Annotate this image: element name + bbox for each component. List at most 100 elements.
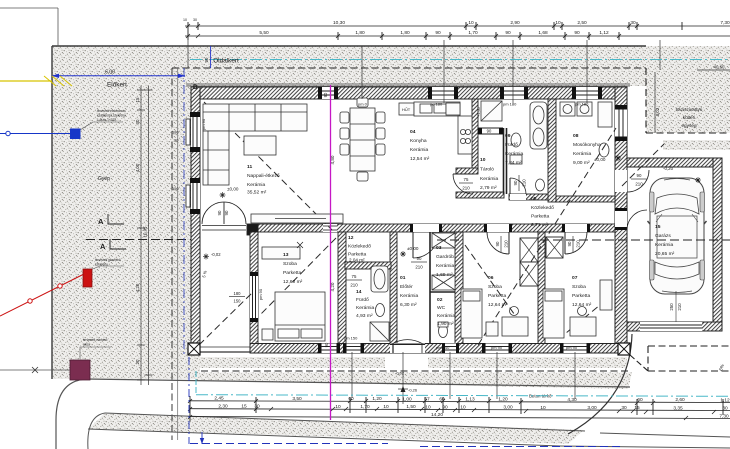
- svg-text:Fürdő: Fürdő: [505, 142, 518, 148]
- svg-text:4,00: 4,00: [135, 163, 140, 172]
- svg-text:210: 210: [415, 265, 423, 270]
- svg-text:90: 90: [495, 241, 500, 246]
- svg-text:1,20: 1,20: [498, 397, 508, 403]
- svg-text:90: 90: [174, 138, 179, 143]
- svg-text:210: 210: [462, 186, 470, 191]
- svg-text:6,00: 6,00: [105, 70, 115, 76]
- svg-text:2,50: 2,50: [577, 20, 587, 26]
- svg-text:2,04 m²: 2,04 m²: [349, 258, 365, 263]
- svg-text:pm 0: pm 0: [358, 102, 368, 107]
- svg-text:Kerámia: Kerámia: [436, 263, 454, 269]
- svg-text:Mosókonyha: Mosókonyha: [573, 142, 601, 148]
- svg-text:09: 09: [505, 133, 511, 139]
- svg-text:Kerámia: Kerámia: [655, 242, 673, 248]
- svg-text:150: 150: [172, 186, 179, 191]
- svg-text:15: 15: [634, 405, 640, 411]
- svg-text:15: 15: [241, 404, 247, 410]
- svg-text:3,35: 3,35: [673, 405, 683, 411]
- svg-text:Közlekedő: Közlekedő: [348, 244, 371, 250]
- svg-text:Kerámia: Kerámia: [505, 151, 523, 157]
- svg-text:90: 90: [513, 180, 518, 185]
- svg-text:6,30 m²: 6,30 m²: [400, 302, 417, 308]
- svg-text:10: 10: [555, 20, 561, 26]
- svg-text:Konyha: Konyha: [410, 138, 427, 144]
- svg-text:14: 14: [356, 289, 362, 295]
- svg-text:HŰT: HŰT: [402, 107, 411, 112]
- svg-text:4,20: 4,20: [330, 282, 335, 291]
- svg-text:1,13: 1,13: [465, 397, 475, 403]
- svg-text:210: 210: [635, 182, 643, 187]
- svg-text:2,30: 2,30: [218, 404, 228, 410]
- svg-text:10: 10: [425, 404, 431, 410]
- svg-text:Kerámia: Kerámia: [480, 176, 498, 182]
- svg-text:pe 180: pe 180: [430, 102, 443, 107]
- svg-text:7,30: 7,30: [720, 20, 730, 26]
- svg-text:90: 90: [435, 30, 441, 36]
- svg-text:Gardrób: Gardrób: [436, 254, 454, 260]
- svg-text:Előtér: Előtér: [400, 284, 413, 290]
- svg-text:3,02: 3,02: [655, 107, 660, 116]
- svg-text:1,80: 1,80: [355, 30, 365, 36]
- svg-text:04: 04: [410, 129, 416, 135]
- svg-text:Nappali-étkező: Nappali-étkező: [247, 173, 280, 179]
- svg-text:tervezett elektromos: tervezett elektromos: [97, 109, 126, 113]
- svg-text:10: 10: [335, 404, 341, 410]
- svg-text:90: 90: [417, 256, 422, 261]
- svg-text:9,00 m²: 9,00 m²: [573, 160, 590, 166]
- svg-text:12: 12: [348, 235, 354, 241]
- svg-text:01: 01: [400, 275, 406, 281]
- svg-text:-0,20: -0,20: [663, 166, 674, 171]
- svg-text:11: 11: [247, 164, 252, 170]
- svg-text:Fürdő: Fürdő: [356, 297, 369, 303]
- svg-text:90: 90: [324, 342, 329, 347]
- svg-text:210: 210: [576, 240, 581, 248]
- svg-text:4,80: 4,80: [330, 155, 335, 164]
- svg-text:30: 30: [630, 20, 636, 26]
- svg-text:40,60: 40,60: [714, 65, 726, 70]
- svg-text:1,80: 1,80: [400, 30, 410, 36]
- svg-text:3,00: 3,00: [587, 405, 597, 411]
- svg-text:90: 90: [567, 241, 572, 246]
- svg-text:90: 90: [217, 210, 222, 215]
- svg-text:1,70: 1,70: [360, 404, 370, 410]
- svg-text:12,64 m²: 12,64 m²: [488, 302, 508, 308]
- svg-text:06: 06: [488, 275, 494, 281]
- svg-text:30: 30: [135, 119, 140, 124]
- svg-text:08: 08: [573, 133, 579, 139]
- svg-text:75: 75: [464, 177, 469, 182]
- svg-text:20: 20: [135, 359, 140, 364]
- svg-text:150: 150: [234, 299, 242, 304]
- svg-text:90: 90: [505, 30, 511, 36]
- svg-text:2,79 m²: 2,79 m²: [480, 185, 497, 191]
- svg-text:Kerámia: Kerámia: [410, 147, 428, 153]
- svg-text:WC: WC: [437, 305, 446, 311]
- svg-text:60: 60: [439, 396, 445, 402]
- svg-text:Kerámia: Kerámia: [356, 305, 374, 311]
- svg-text:1,70: 1,70: [468, 30, 478, 36]
- svg-text:1,50: 1,50: [406, 404, 416, 410]
- svg-text:pm 90: pm 90: [491, 345, 503, 350]
- svg-text:180: 180: [172, 130, 179, 135]
- svg-text:90: 90: [574, 30, 580, 36]
- svg-text:Kerámia: Kerámia: [247, 182, 265, 188]
- svg-text:1,12: 1,12: [599, 30, 609, 36]
- svg-text:210: 210: [350, 283, 358, 288]
- svg-text:1,69 m²: 1,69 m²: [436, 272, 453, 278]
- svg-text:02: 02: [437, 297, 443, 303]
- svg-text:pm 90: pm 90: [258, 288, 263, 300]
- svg-text:Parketta: Parketta: [488, 293, 506, 299]
- svg-text:pm 180: pm 180: [575, 102, 589, 107]
- svg-text:Tároló: Tároló: [480, 167, 494, 173]
- svg-text:±0,00: ±0,00: [227, 187, 239, 192]
- svg-text:15: 15: [135, 97, 140, 102]
- svg-text:7,30: 7,30: [719, 414, 729, 420]
- svg-text:1 fázis 1×32A: 1 fázis 1×32A: [97, 118, 117, 122]
- svg-text:210: 210: [677, 303, 682, 311]
- svg-text:03: 03: [436, 245, 442, 251]
- svg-text:14,20: 14,20: [431, 412, 443, 418]
- svg-text:±0,00: ±0,00: [594, 157, 606, 162]
- svg-text:4,93 m²: 4,93 m²: [356, 313, 373, 319]
- svg-text:pm 180: pm 180: [503, 102, 517, 107]
- svg-text:pm 150: pm 150: [344, 336, 358, 341]
- svg-text:90: 90: [442, 404, 448, 410]
